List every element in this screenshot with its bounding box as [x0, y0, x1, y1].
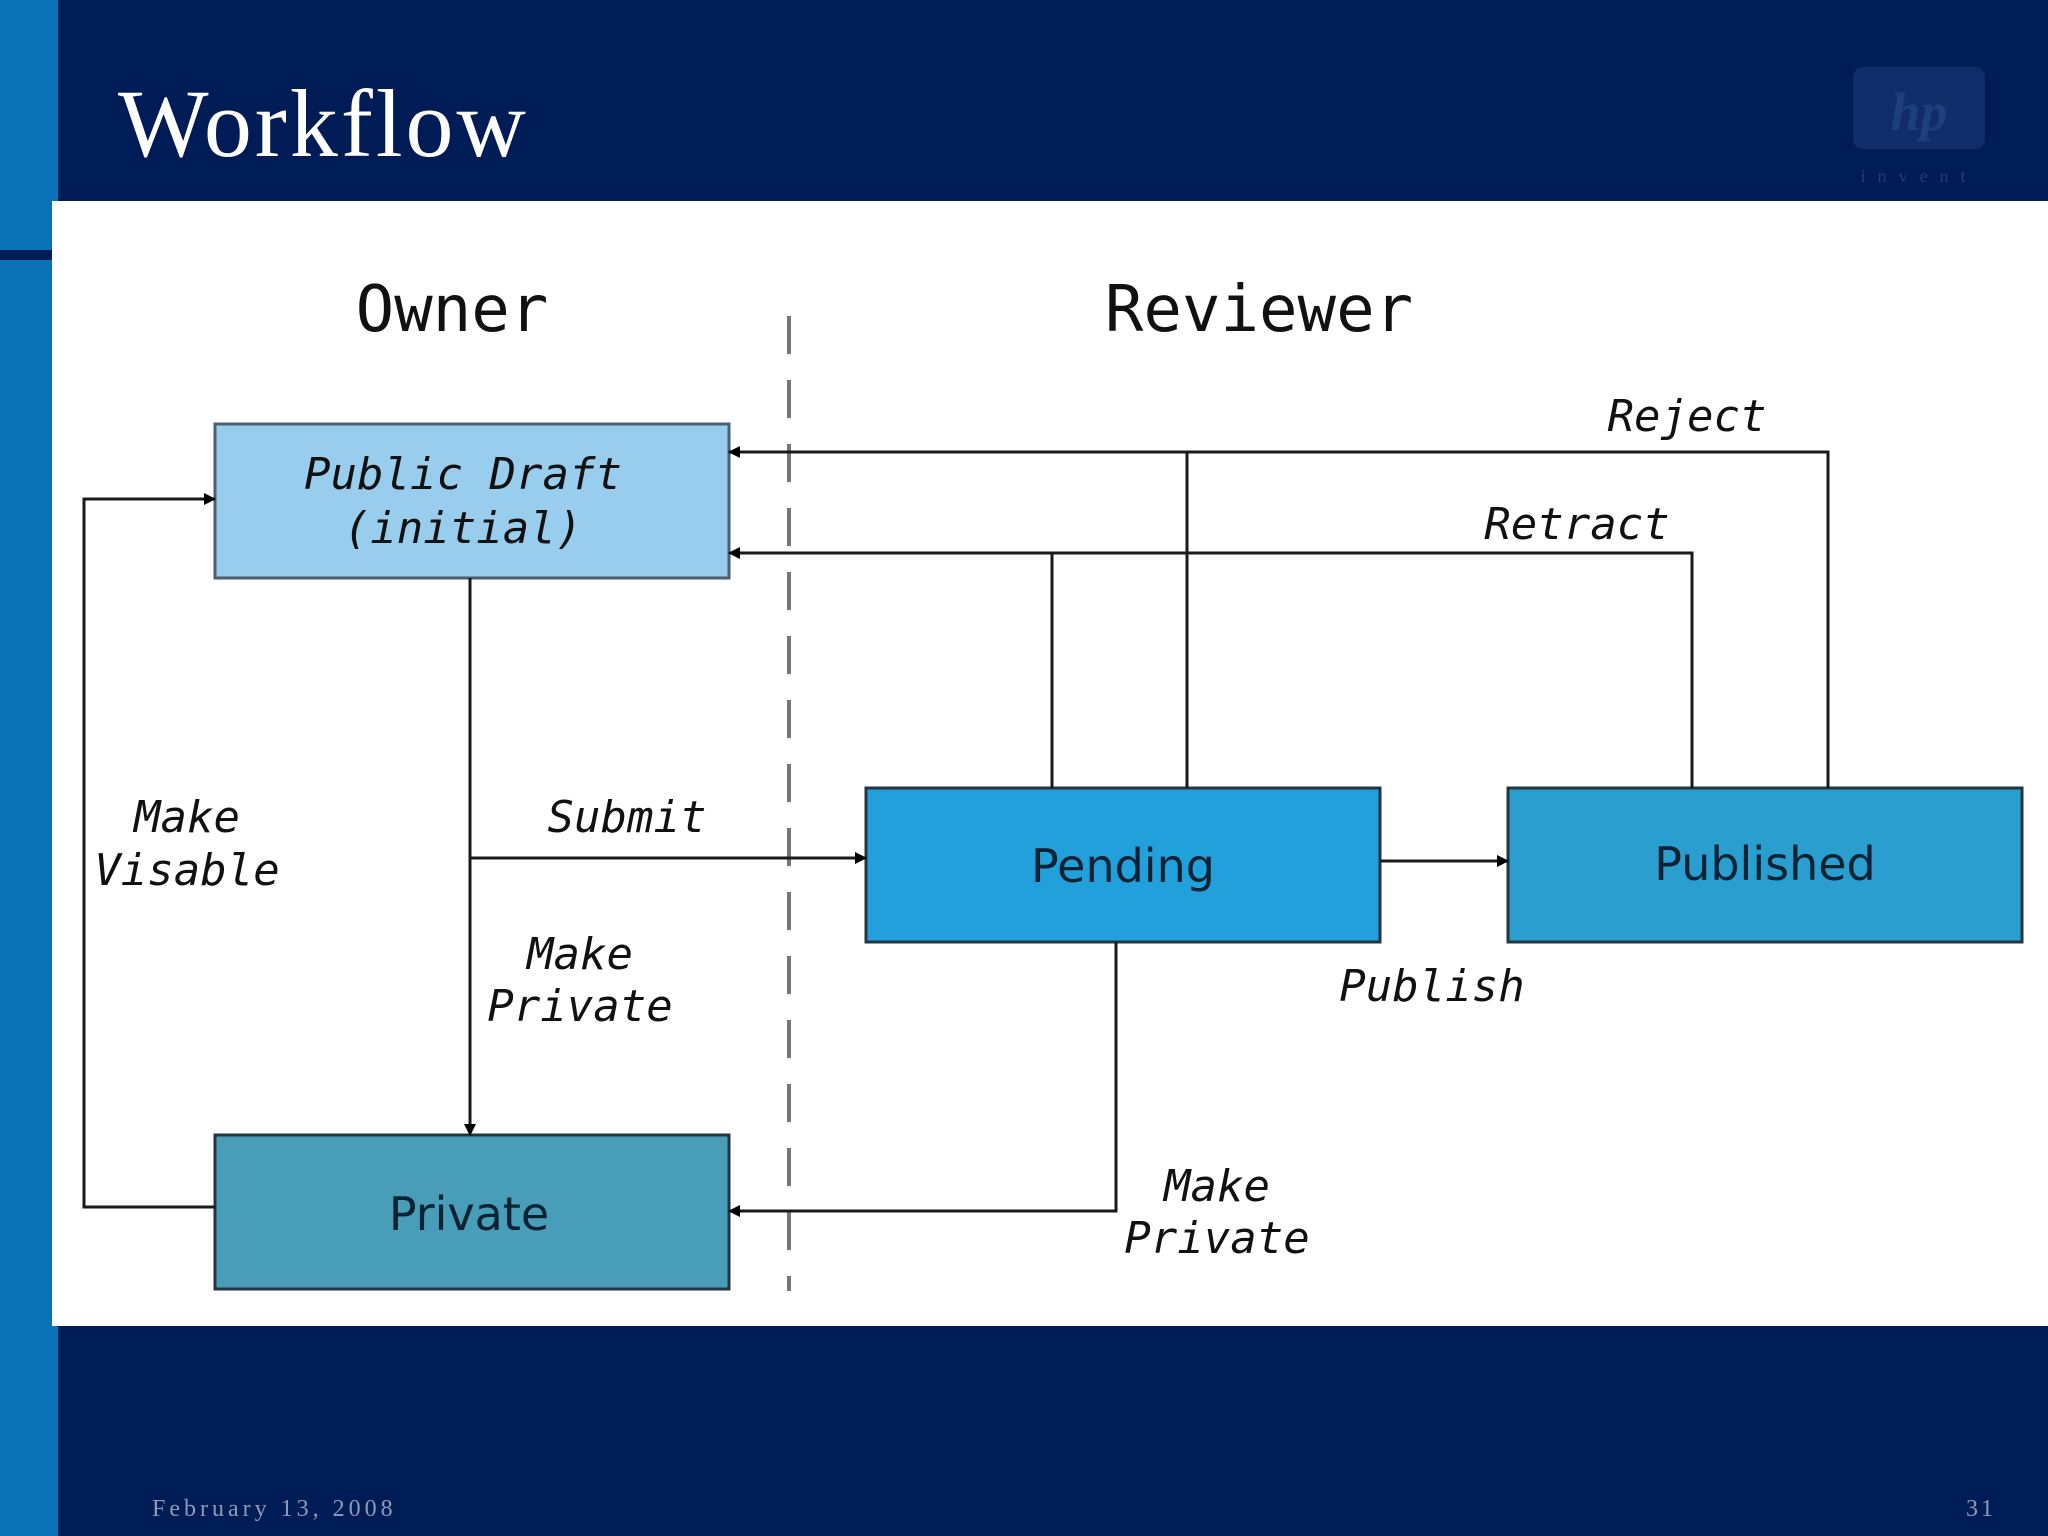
edge-make-visible	[82, 493, 216, 1209]
private-label: Private	[389, 1187, 549, 1241]
hp-logo: hp invent	[1853, 67, 1985, 186]
diagram-panel: Owner Reviewer Public Draft (initial) Pr…	[52, 201, 2048, 1326]
workflow-diagram: Owner Reviewer Public Draft (initial) Pr…	[82, 273, 2024, 1291]
edge-reject	[728, 446, 1830, 788]
hp-logo-tagline: invent	[1861, 166, 1978, 186]
owner-lane-title: Owner	[356, 273, 549, 347]
reviewer-lane-title: Reviewer	[1105, 273, 1413, 347]
retract-label: Retract	[1484, 499, 1669, 550]
make-private-owner-label-line2: Private	[487, 981, 672, 1032]
hp-logo-badge	[1853, 67, 1985, 149]
publish-label: Publish	[1339, 961, 1524, 1012]
public-draft-label-line1: Public Draft	[304, 449, 622, 500]
make-visible-label-line1: Make	[132, 792, 240, 843]
edge-make-private-reviewer	[728, 942, 1118, 1217]
slide-title: Workflow	[118, 70, 529, 177]
node-pending: Pending	[864, 786, 1382, 944]
reject-label: Reject	[1608, 391, 1767, 442]
make-visible-label-line2: Visable	[94, 845, 279, 896]
left-accent-stripe	[0, 0, 58, 1536]
make-private-reviewer-label-line1: Make	[1162, 1161, 1270, 1212]
stripe-divider	[0, 250, 58, 260]
edge-retract	[728, 547, 1694, 788]
public-draft-label-line2: (initial)	[344, 503, 582, 554]
node-public-draft: Public Draft (initial)	[213, 422, 731, 580]
footer-date: February 13, 2008	[152, 1496, 397, 1522]
published-label: Published	[1654, 837, 1875, 891]
submit-label: Submit	[548, 792, 707, 843]
make-private-reviewer-label-line2: Private	[1124, 1213, 1309, 1264]
page-number: 31	[1966, 1496, 1996, 1522]
node-published: Published	[1506, 786, 2024, 944]
hp-logo-text: hp	[1890, 82, 1947, 142]
pending-label: Pending	[1031, 839, 1215, 893]
make-private-owner-label-line1: Make	[525, 929, 633, 980]
node-private: Private	[213, 1133, 731, 1291]
